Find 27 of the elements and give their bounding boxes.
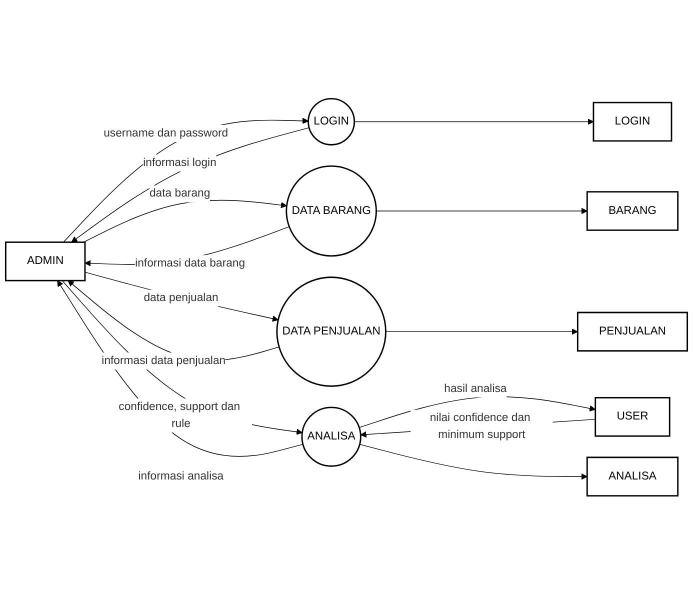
arrow (359, 444, 588, 480)
node-circle: DATA BARANG (286, 166, 377, 257)
edge-label: username dan password (104, 127, 228, 140)
node-box: BARANG (586, 191, 679, 232)
node-circle: DATA PENJUALAN (276, 276, 386, 388)
node-box: ADMIN (4, 242, 86, 282)
node-box: USER (594, 397, 670, 438)
node-box: LOGIN (592, 102, 672, 142)
edge-label: informasi data penjualan (102, 354, 226, 368)
arrow (68, 280, 280, 361)
arrow (354, 118, 594, 126)
edge-label: hasil analisa (444, 382, 507, 396)
edge-label: informasi login (143, 156, 216, 169)
node-box: PENJUALAN (576, 312, 688, 352)
edge-label: informasi data barang (135, 257, 246, 270)
node-box: ANALISA (586, 456, 679, 497)
arrow (376, 208, 588, 214)
edge-label: informasi analisa (138, 470, 224, 483)
edge-label: data barang (149, 188, 210, 200)
arrow (385, 328, 578, 336)
node-circle: LOGIN (308, 98, 356, 146)
arrow (83, 200, 287, 243)
node-circle: ANALISA (301, 406, 362, 468)
edge-label: nilai confidence dan minimum support (430, 412, 530, 442)
edge-label: data penjualan (144, 292, 218, 304)
edge-label: confidence, support dan rule (118, 400, 240, 430)
arrow (84, 272, 278, 322)
